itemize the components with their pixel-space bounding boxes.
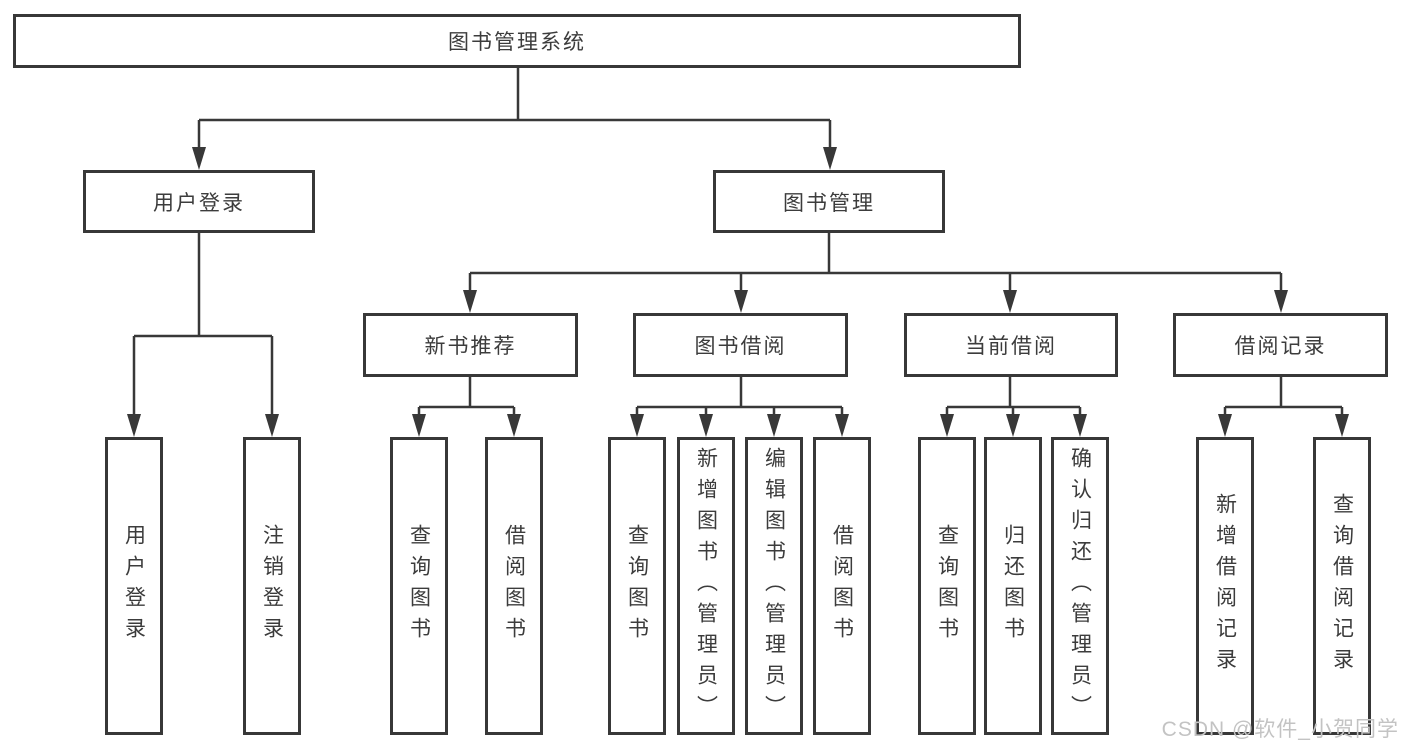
leaf-query-books-current: 查询图书 — [918, 437, 976, 735]
node-user-login-label: 用户登录 — [153, 191, 245, 215]
leaf-add-book-admin-label: 新增图书（管理员） — [694, 446, 718, 726]
leaf-confirm-return-admin-label: 确认归还（管理员） — [1068, 446, 1092, 726]
leaf-logout-label: 注销登录 — [260, 524, 284, 648]
node-borrow-records-label: 借阅记录 — [1234, 335, 1327, 358]
leaf-query-books-borrow: 查询图书 — [608, 437, 666, 735]
leaf-borrow-books: 借阅图书 — [813, 437, 871, 735]
leaf-add-book-admin: 新增图书（管理员） — [677, 437, 735, 735]
leaf-user-login-label: 用户登录 — [122, 524, 146, 648]
leaf-query-books-recommend: 查询图书 — [390, 437, 448, 735]
leaf-confirm-return-admin: 确认归还（管理员） — [1051, 437, 1109, 735]
leaf-borrow-books-recommend-label: 借阅图书 — [502, 524, 526, 648]
leaf-edit-book-admin-label: 编辑图书（管理员） — [762, 446, 786, 726]
node-current-borrow-label: 当前借阅 — [965, 335, 1057, 358]
leaf-return-book-label: 归还图书 — [1001, 524, 1025, 648]
node-new-book-recommend: 新书推荐 — [363, 313, 578, 377]
node-library-system-label: 图书管理系统 — [448, 31, 586, 54]
leaf-query-books-recommend-label: 查询图书 — [407, 524, 431, 648]
leaf-query-borrow-record-label: 查询借阅记录 — [1330, 493, 1354, 679]
leaf-add-borrow-record: 新增借阅记录 — [1196, 437, 1254, 735]
leaf-user-login: 用户登录 — [105, 437, 163, 735]
leaf-query-books-borrow-label: 查询图书 — [625, 524, 649, 648]
leaf-borrow-books-recommend: 借阅图书 — [485, 437, 543, 735]
leaf-query-borrow-record: 查询借阅记录 — [1313, 437, 1371, 735]
node-library-system: 图书管理系统 — [13, 14, 1021, 68]
node-book-management: 图书管理 — [713, 170, 945, 233]
node-book-management-label: 图书管理 — [783, 191, 875, 215]
node-book-borrow: 图书借阅 — [633, 313, 848, 377]
node-borrow-records: 借阅记录 — [1173, 313, 1388, 377]
node-new-book-recommend-label: 新书推荐 — [424, 335, 517, 358]
node-book-borrow-label: 图书借阅 — [694, 335, 787, 358]
leaf-edit-book-admin: 编辑图书（管理员） — [745, 437, 803, 735]
node-user-login: 用户登录 — [83, 170, 315, 233]
leaf-add-borrow-record-label: 新增借阅记录 — [1213, 493, 1237, 679]
leaf-return-book: 归还图书 — [984, 437, 1042, 735]
watermark: CSDN @软件_小贺同学 — [1161, 718, 1399, 741]
node-current-borrow: 当前借阅 — [904, 313, 1118, 377]
leaf-query-books-current-label: 查询图书 — [935, 524, 959, 648]
leaf-borrow-books-label: 借阅图书 — [830, 524, 854, 648]
leaf-logout: 注销登录 — [243, 437, 301, 735]
